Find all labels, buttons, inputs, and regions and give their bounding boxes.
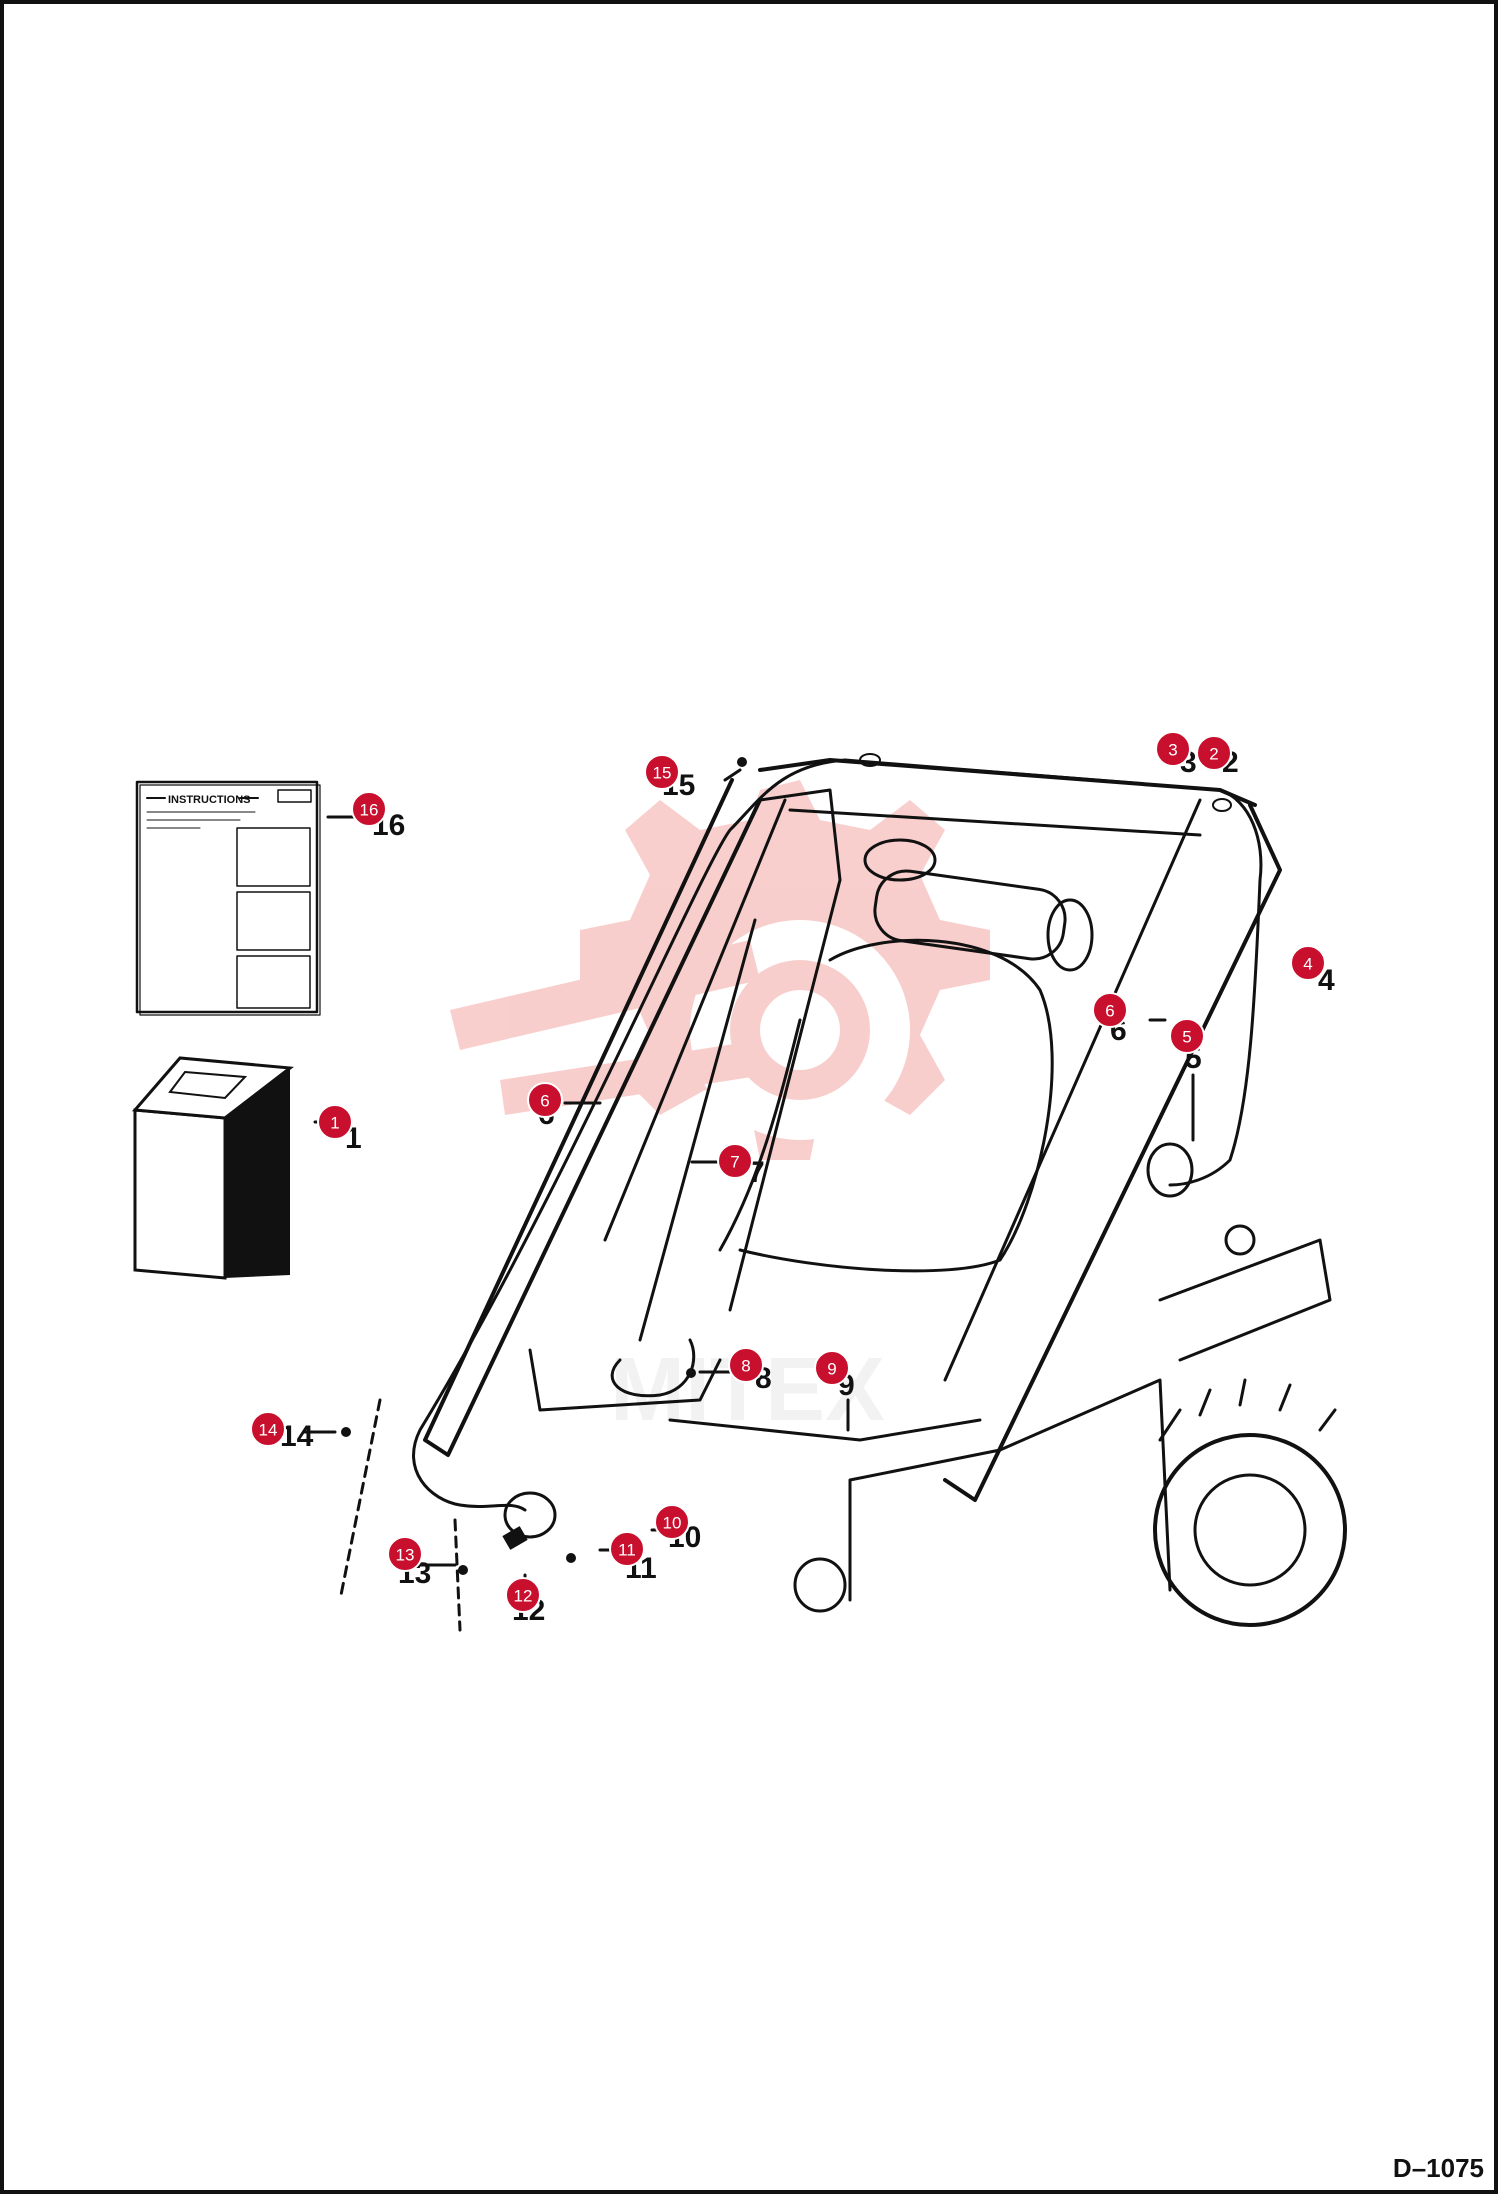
callout-5[interactable]: 5 [1169,1018,1205,1054]
svg-text:1: 1 [330,1114,339,1133]
svg-text:3: 3 [1168,741,1177,760]
callout-12[interactable]: 12 [505,1577,541,1613]
callout-2[interactable]: 2 [1196,735,1232,771]
svg-text:6: 6 [1105,1002,1114,1021]
callout-1[interactable]: 1 [317,1104,353,1140]
svg-text:9: 9 [827,1360,836,1379]
svg-text:7: 7 [730,1153,739,1172]
manual-title: INSTRUCTIONS [168,794,251,806]
callout-16[interactable]: 16 [351,791,387,827]
loader-drawing [338,753,1347,1632]
instruction-manual: INSTRUCTIONS [135,780,321,1016]
callout-14[interactable]: 14 [250,1411,286,1447]
svg-text:4: 4 [1303,955,1312,974]
callout-10[interactable]: 10 [654,1504,690,1540]
callout-3[interactable]: 3 [1155,731,1191,767]
svg-text:2: 2 [1209,745,1218,764]
svg-text:15: 15 [653,764,672,783]
callout-6a[interactable]: 6 [1092,992,1128,1028]
callouts: 1 2 3 4 5 6 6 7 8 9 10 11 12 13 14 15 16 [250,731,1326,1613]
watermark-gear-icon [580,780,990,1160]
svg-text:11: 11 [618,1541,636,1560]
svg-text:14: 14 [259,1421,278,1440]
svg-text:10: 10 [663,1514,682,1533]
callout-9[interactable]: 9 [814,1350,850,1386]
watermark: MITEX [450,780,990,1440]
callout-13[interactable]: 13 [387,1536,423,1572]
left-work-lamp [503,1491,557,1539]
svg-text:16: 16 [360,801,379,820]
figure-code: D–1075 [1392,2153,1484,2183]
callout-7[interactable]: 7 [717,1143,753,1179]
svg-text:13: 13 [396,1546,415,1565]
svg-text:12: 12 [514,1587,533,1606]
callout-4[interactable]: 4 [1290,945,1326,981]
right-work-lamp [1146,1142,1194,1198]
callout-8[interactable]: 8 [728,1347,764,1383]
callout-6b[interactable]: 6 [527,1082,563,1118]
svg-text:6: 6 [540,1092,549,1111]
svg-text:8: 8 [741,1357,750,1376]
callout-15[interactable]: 15 [644,754,680,790]
kit-box [131,1056,294,1280]
rear-lamp [793,1557,847,1613]
svg-text:5: 5 [1182,1028,1191,1047]
callout-11[interactable]: 11 [609,1531,645,1567]
